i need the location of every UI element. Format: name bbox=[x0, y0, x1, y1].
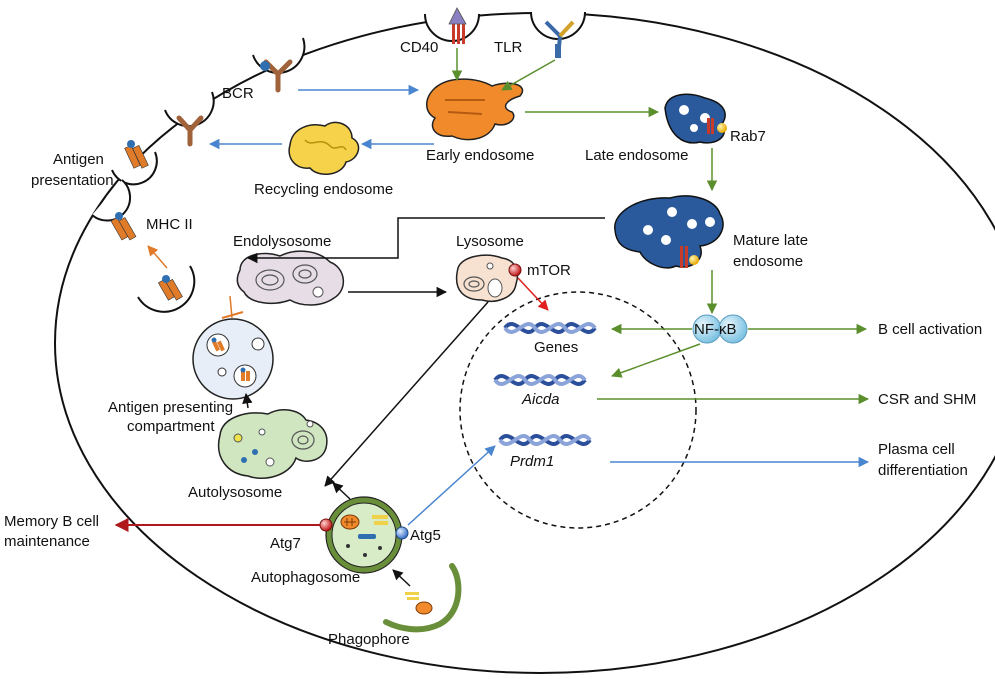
dna-genes bbox=[503, 322, 597, 334]
late-endosome bbox=[664, 93, 727, 144]
label-autophagosome: Autophagosome bbox=[251, 569, 360, 586]
label-prdm1: Prdm1 bbox=[510, 453, 554, 470]
label-mtor: mTOR bbox=[527, 262, 571, 279]
autolysosome bbox=[217, 408, 328, 479]
recycling-endosome bbox=[288, 121, 360, 175]
arrows bbox=[114, 48, 870, 587]
label-tlr: TLR bbox=[494, 39, 523, 56]
mhc-ii-vesicle bbox=[157, 275, 183, 301]
mtor-marker-icon bbox=[508, 263, 522, 277]
label-cd40: CD40 bbox=[400, 39, 438, 56]
label-mature-late-endosome-2: endosome bbox=[733, 253, 803, 270]
label-bcr: BCR bbox=[222, 85, 254, 102]
recycled-bcr bbox=[176, 115, 204, 147]
mature-late-endosome bbox=[614, 195, 724, 269]
label-genes: Genes bbox=[534, 339, 578, 356]
nfkb-complex bbox=[692, 314, 748, 344]
label-mhc-ii: MHC II bbox=[146, 216, 193, 233]
label-early-endosome: Early endosome bbox=[426, 147, 534, 164]
atg7-marker-icon bbox=[319, 518, 333, 532]
label-phagophore: Phagophore bbox=[328, 631, 410, 648]
phagophore bbox=[383, 563, 462, 633]
label-nfkb: NF-κB bbox=[694, 321, 737, 338]
antigen-presenting-compartment bbox=[192, 318, 274, 400]
label-aicda: Aicda bbox=[521, 391, 560, 408]
dna-prdm1 bbox=[498, 434, 592, 446]
endolysosome bbox=[236, 250, 344, 306]
label-b-cell-activation: B cell activation bbox=[878, 321, 982, 338]
tlr-receptor bbox=[544, 20, 575, 59]
label-plasma-cell-1: Plasma cell bbox=[878, 441, 955, 458]
label-lysosome: Lysosome bbox=[456, 233, 524, 250]
label-memory-b-1: Memory B cell bbox=[4, 513, 99, 530]
rab7-marker-icon bbox=[717, 123, 727, 133]
dna-aicda bbox=[493, 374, 587, 386]
cd40-receptor bbox=[448, 7, 467, 44]
label-memory-b-2: maintenance bbox=[4, 533, 90, 550]
label-late-endosome: Late endosome bbox=[585, 147, 688, 164]
label-csr-shm: CSR and SHM bbox=[878, 391, 976, 408]
lysosome bbox=[455, 254, 522, 302]
label-rab7: Rab7 bbox=[730, 128, 766, 145]
label-atg5: Atg5 bbox=[410, 527, 441, 544]
labels: CD40 TLR BCR Early endosome Late endosom… bbox=[4, 39, 982, 648]
label-antigen-presentation-2: presentation bbox=[31, 172, 114, 189]
label-mature-late-endosome-1: Mature late bbox=[733, 232, 808, 249]
label-apc-2: compartment bbox=[127, 418, 215, 435]
label-plasma-cell-2: differentiation bbox=[878, 462, 968, 479]
mhc-ii-surface-1 bbox=[124, 140, 149, 169]
label-antigen-presentation-1: Antigen bbox=[53, 151, 104, 168]
early-endosome bbox=[426, 78, 524, 141]
label-autolysosome: Autolysosome bbox=[188, 484, 282, 501]
autophagosome bbox=[319, 496, 409, 574]
label-apc-1: Antigen presenting bbox=[108, 399, 233, 416]
mhc-ii-surface-2 bbox=[110, 212, 137, 241]
nucleus bbox=[459, 291, 697, 529]
label-recycling-endosome: Recycling endosome bbox=[254, 181, 393, 198]
label-endolysosome: Endolysosome bbox=[233, 233, 331, 250]
label-atg7: Atg7 bbox=[270, 535, 301, 552]
atg5-marker-icon bbox=[395, 526, 409, 540]
bcr-receptor bbox=[260, 59, 293, 93]
